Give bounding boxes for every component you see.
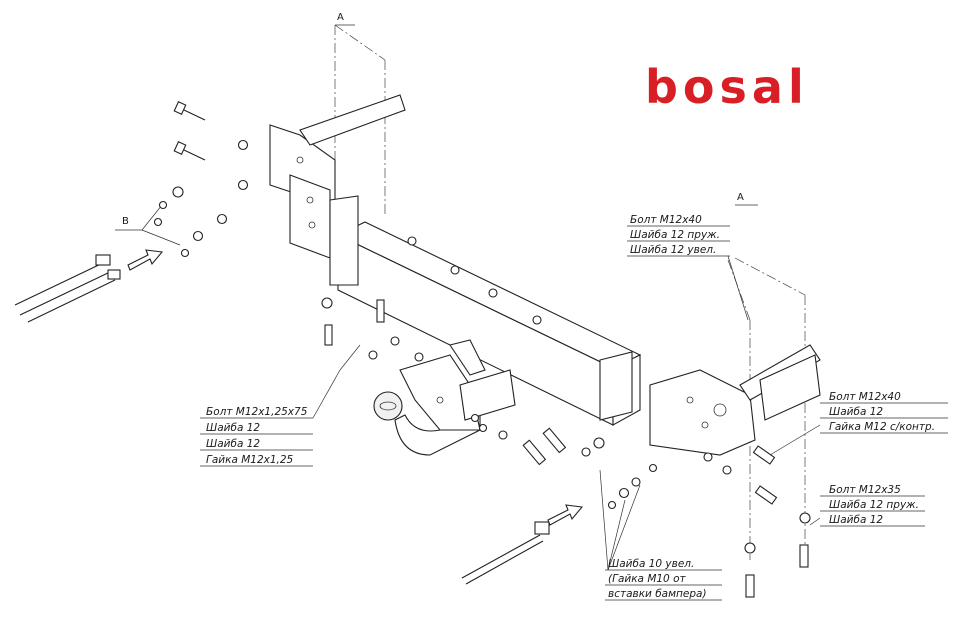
callout-line: Болт М12х40 [829, 391, 901, 403]
section-letter: A [737, 192, 744, 203]
callout-line: Шайба 12 [206, 422, 260, 434]
callout-top-right: Болт М12х40 Шайба 12 пруж. Шайба 12 увел… [627, 214, 730, 257]
callout-line: Шайба 12 [829, 406, 883, 418]
callout-line: Шайба 12 пруж. [829, 499, 919, 511]
callout-line: Шайба 10 увел. [608, 558, 694, 570]
callout-line: Гайка М12 с/контр. [829, 421, 935, 433]
callout-line: вставки бампера) [608, 588, 707, 600]
callout-left-mid: Болт М12х1,25х75 Шайба 12 Шайба 12 Гайка… [200, 406, 313, 467]
wiring-harness-left [14, 254, 121, 323]
section-mark-a-top: A [334, 12, 386, 215]
bolt-icon [173, 101, 206, 121]
callout-line: Шайба 12 увел. [630, 244, 716, 256]
bolts-right-group [607, 445, 811, 598]
section-mark-a-right: A [727, 192, 806, 560]
callout-right-low: Болт М12х35 Шайба 12 пруж. Шайба 12 [820, 484, 925, 527]
callout-line: (Гайка М10 от [608, 573, 687, 585]
bolts-left-group [153, 101, 249, 258]
bosal-logo: bosal [645, 60, 809, 114]
callout-right-mid: Болт М12х40 Шайба 12 Гайка М12 с/контр. [820, 391, 948, 434]
section-mark-b: B [115, 204, 181, 246]
left-mounting-bracket [269, 94, 406, 259]
bolt-icon [173, 141, 206, 161]
section-letter: B [122, 216, 129, 227]
callout-leaders [312, 255, 821, 571]
beam-fasteners [321, 236, 605, 466]
callout-line: Шайба 12 [829, 514, 883, 526]
callout-line: Шайба 12 пруж. [630, 229, 720, 241]
tow-ball-assembly [373, 339, 516, 456]
callout-bottom: Шайба 10 увел. (Гайка М10 от вставки бам… [605, 558, 722, 601]
callout-line: Болт М12х35 [829, 484, 901, 496]
arrow-icon [127, 249, 164, 271]
arrow-icon [547, 504, 584, 526]
right-mounting-bracket [649, 344, 821, 456]
callout-line: Болт М12х40 [630, 214, 702, 226]
callout-line: Шайба 12 [206, 438, 260, 450]
wiring-harness-bottom [461, 521, 550, 585]
section-letter: A [337, 12, 344, 23]
callout-line: Болт М12х1,25х75 [206, 406, 308, 418]
callout-line: Гайка М12х1,25 [206, 454, 294, 466]
